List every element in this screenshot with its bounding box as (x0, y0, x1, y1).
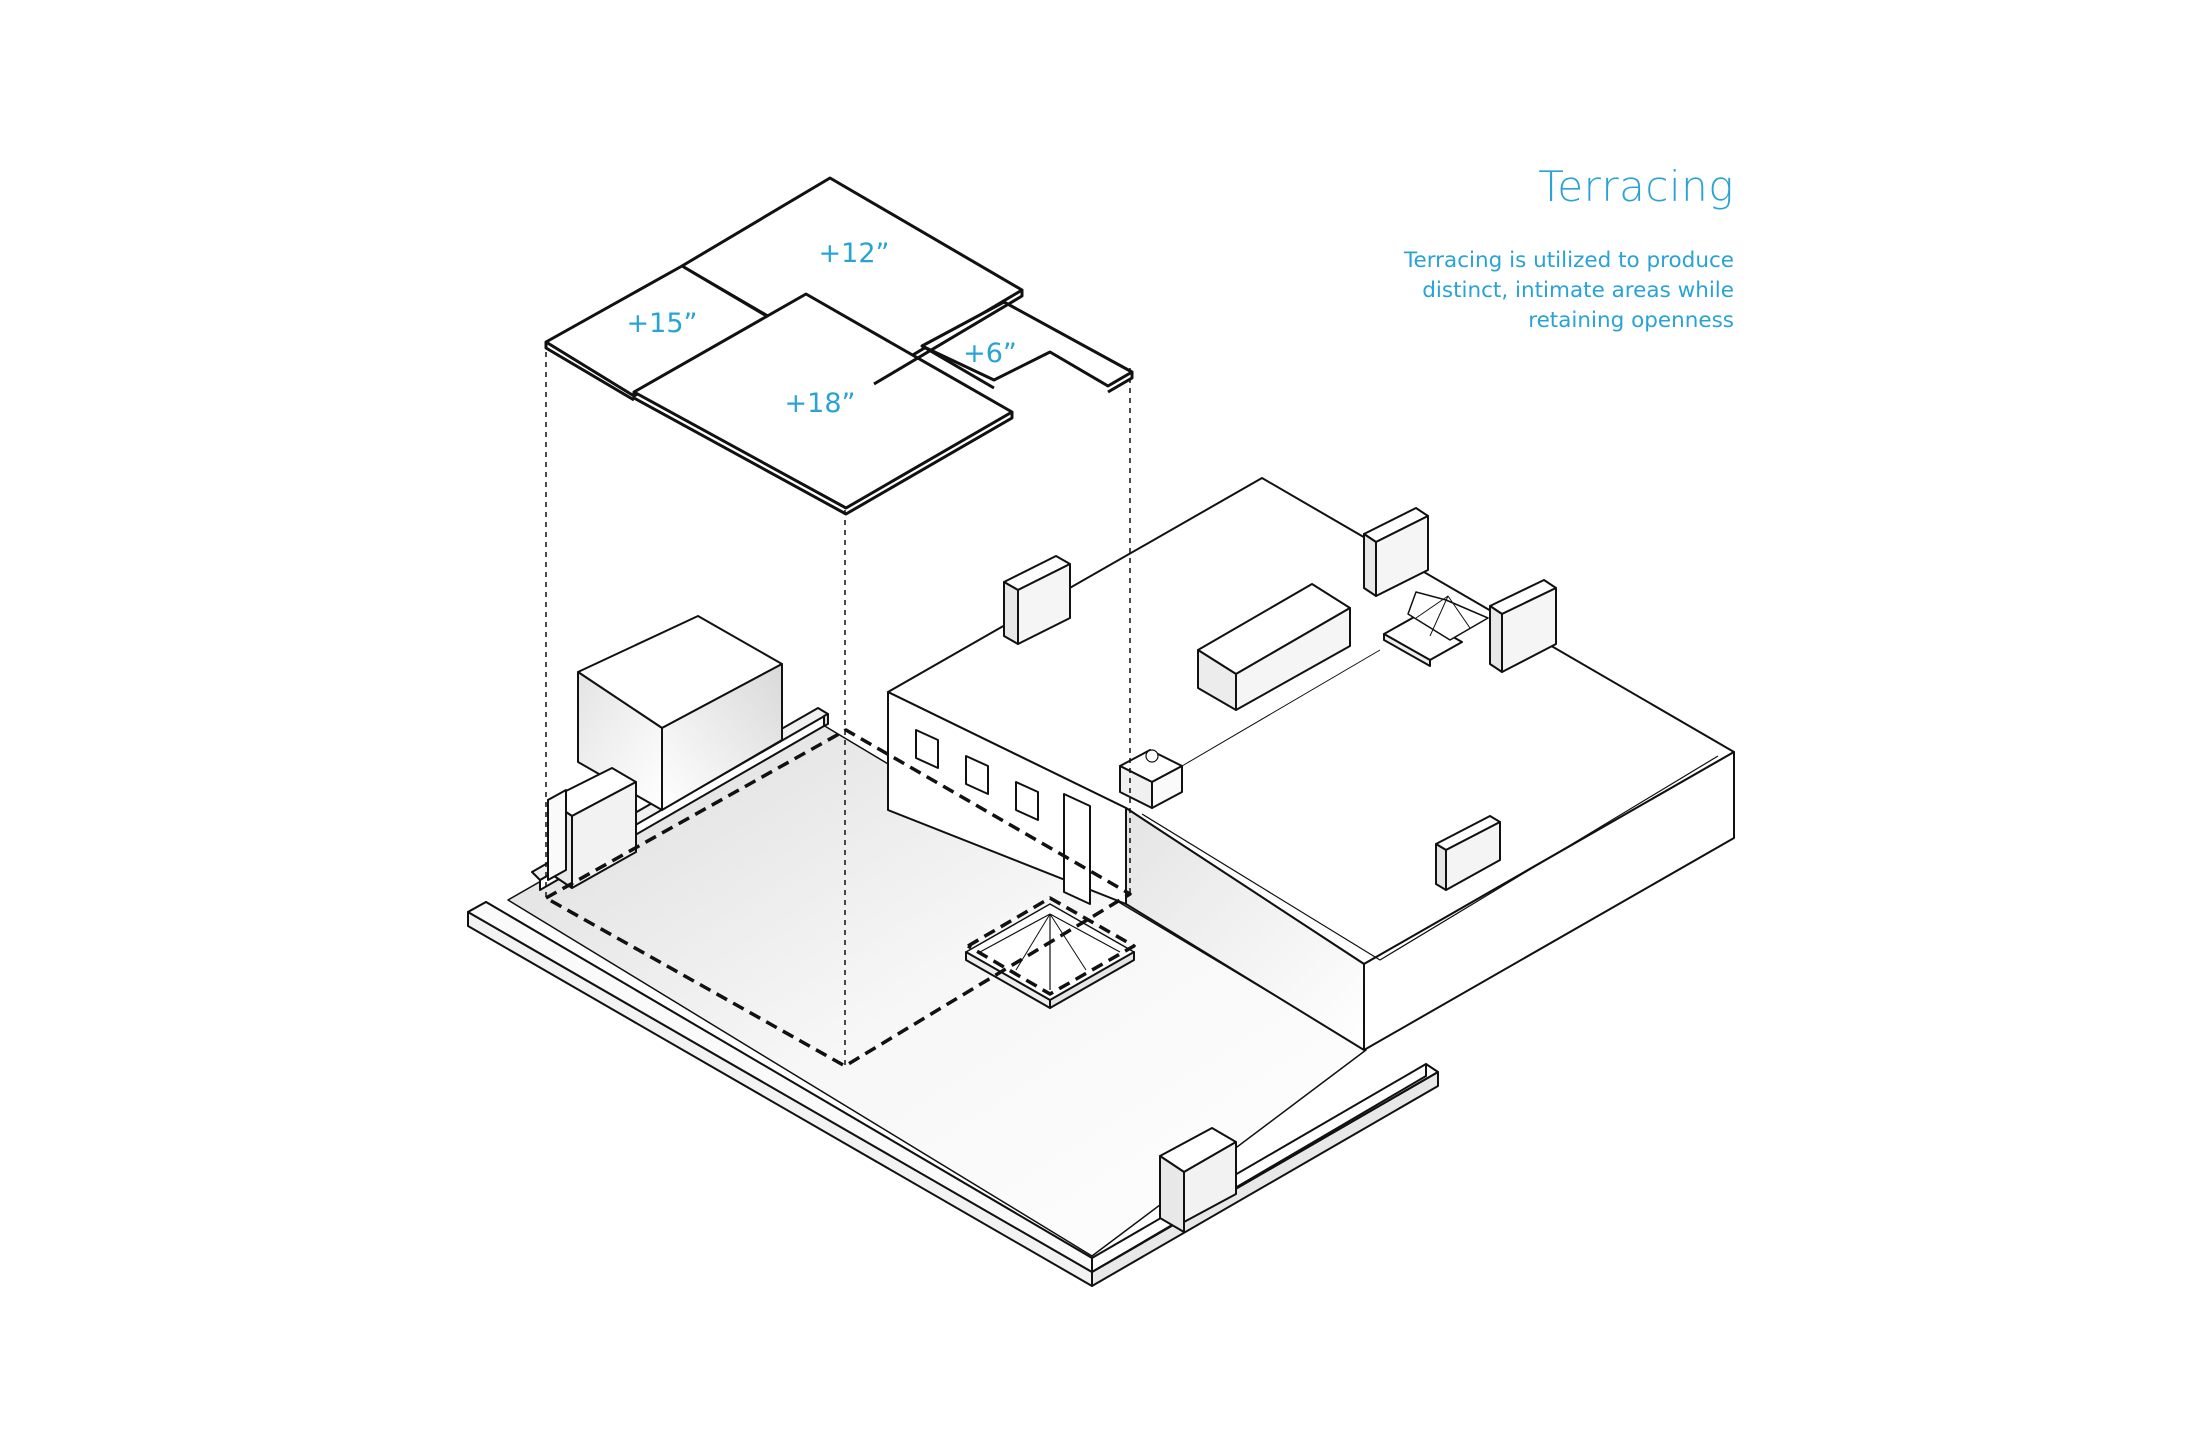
roof-access-box (1435, 815, 1501, 891)
terrace-plates (544, 176, 1134, 516)
chimney-right-front (1489, 579, 1557, 673)
projection-lines (545, 342, 1131, 1066)
description-line: Terracing is utilized to produce (1404, 248, 1734, 273)
label-level-15: +15” (627, 308, 698, 339)
label-level-18: +18” (785, 388, 856, 419)
vent-block-left (547, 767, 637, 889)
diagram-title: Terracing (1538, 162, 1734, 211)
chimney-right-back (1363, 507, 1429, 597)
window (915, 729, 939, 769)
diagram-description: Terracing is utilized to produce distinc… (1314, 246, 1734, 336)
terrace-footprint-dashed (544, 728, 1136, 1068)
bulkhead-box (577, 615, 783, 811)
window (1015, 781, 1039, 821)
label-level-6: +6” (963, 338, 1017, 369)
door (1063, 793, 1091, 905)
chimney-left (1003, 555, 1071, 645)
plate-labels: +12” +15” +6” +18” (627, 238, 1017, 419)
vent-block-front (1159, 1127, 1237, 1233)
label-level-12: +12” (819, 238, 890, 269)
roof-deck-slab (467, 721, 1439, 1287)
skylight-pyramid (965, 903, 1135, 1009)
description-line: distinct, intimate areas while (1422, 278, 1734, 303)
description-line: retaining openness (1528, 308, 1734, 333)
mechanical-unit (1197, 583, 1351, 711)
skylight-small (1383, 591, 1489, 667)
window (965, 755, 989, 795)
roof-cap-small (1119, 649, 1381, 809)
adjacent-building (887, 477, 1735, 1051)
